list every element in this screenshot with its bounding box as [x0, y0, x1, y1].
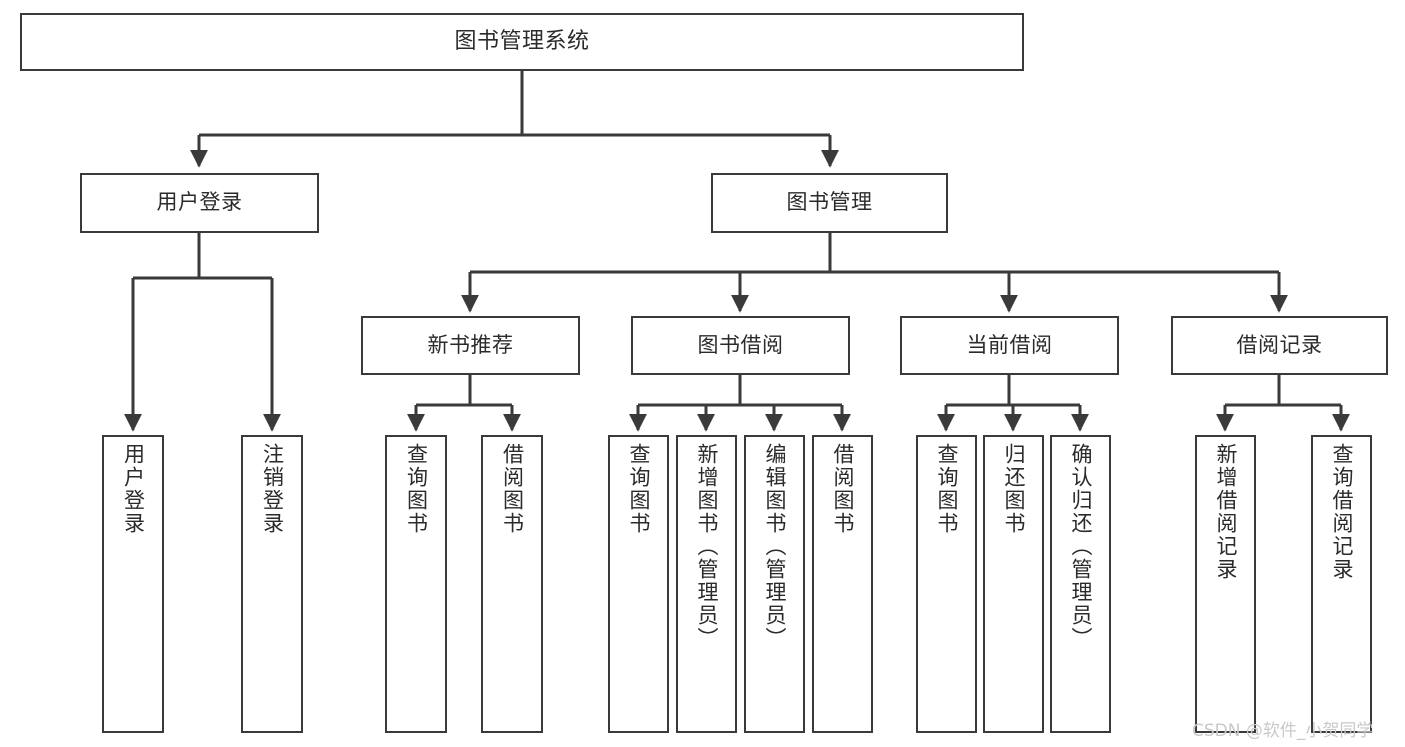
- node-label: 确认归还（管理员）: [1069, 443, 1093, 650]
- node-label: 新增借阅记录: [1214, 443, 1238, 581]
- node-label: 用户登录: [156, 190, 243, 215]
- node-label: 借阅图书: [831, 443, 855, 535]
- node-label: 编辑图书（管理员）: [763, 443, 787, 650]
- node-book-management[interactable]: 图书管理: [711, 173, 948, 233]
- csdn-watermark: CSDN @软件_小贺同学: [1192, 721, 1374, 741]
- node-label: 当前借阅: [966, 332, 1053, 357]
- node-label: 新书推荐: [427, 332, 514, 357]
- node-leaf-query-book-recommend[interactable]: 查询图书: [385, 435, 447, 733]
- node-label: 归还图书: [1002, 443, 1026, 535]
- node-label: 查询图书: [404, 443, 429, 535]
- node-leaf-query-borrow-record[interactable]: 查询借阅记录: [1311, 435, 1372, 733]
- node-label: 图书管理系统: [454, 28, 590, 54]
- node-leaf-lend-book[interactable]: 借阅图书: [812, 435, 873, 733]
- node-label: 借阅记录: [1236, 332, 1323, 357]
- node-label: 注销登录: [260, 443, 285, 535]
- node-leaf-return-book[interactable]: 归还图书: [983, 435, 1044, 733]
- node-leaf-borrow-book-recommend[interactable]: 借阅图书: [481, 435, 543, 733]
- node-leaf-query-book-borrow[interactable]: 查询图书: [608, 435, 669, 733]
- node-book-borrow[interactable]: 图书借阅: [631, 316, 850, 375]
- node-label: 查询图书: [935, 443, 959, 535]
- node-leaf-add-book-admin[interactable]: 新增图书（管理员）: [676, 435, 737, 733]
- node-leaf-user-login[interactable]: 用户登录: [102, 435, 164, 733]
- node-current-borrow[interactable]: 当前借阅: [900, 316, 1119, 375]
- node-leaf-confirm-return-admin[interactable]: 确认归还（管理员）: [1050, 435, 1111, 733]
- node-label: 图书借阅: [697, 332, 784, 357]
- node-label: 新增图书（管理员）: [695, 443, 719, 650]
- node-label: 查询图书: [627, 443, 651, 535]
- node-leaf-query-book-current[interactable]: 查询图书: [916, 435, 977, 733]
- node-leaf-add-borrow-record[interactable]: 新增借阅记录: [1195, 435, 1256, 733]
- node-leaf-logout[interactable]: 注销登录: [241, 435, 303, 733]
- node-borrow-record[interactable]: 借阅记录: [1171, 316, 1388, 375]
- node-user-login[interactable]: 用户登录: [80, 173, 319, 233]
- node-leaf-edit-book-admin[interactable]: 编辑图书（管理员）: [744, 435, 805, 733]
- node-root-book-management-system[interactable]: 图书管理系统: [20, 13, 1024, 71]
- node-new-book-recommend[interactable]: 新书推荐: [361, 316, 580, 375]
- node-label: 查询借阅记录: [1330, 443, 1354, 581]
- node-label: 用户登录: [121, 443, 146, 535]
- node-label: 借阅图书: [500, 443, 525, 535]
- node-label: 图书管理: [786, 190, 873, 215]
